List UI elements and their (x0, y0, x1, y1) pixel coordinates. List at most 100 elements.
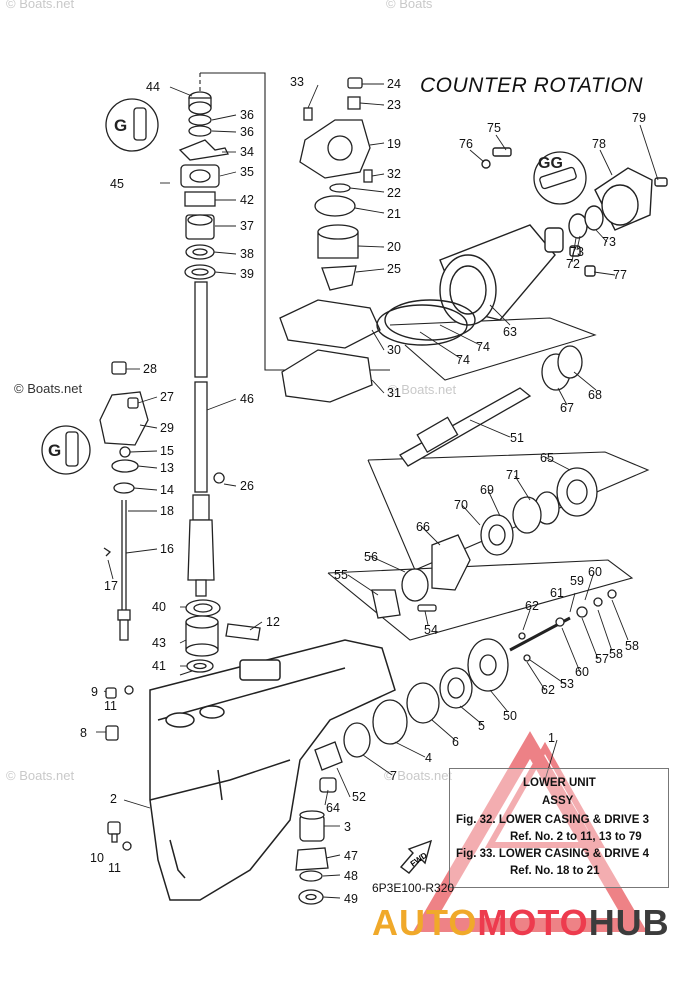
callout-48: 48 (344, 869, 358, 883)
callout-36-b: 36 (240, 125, 254, 139)
callout-42: 42 (240, 193, 254, 207)
callout-40: 40 (152, 600, 166, 614)
callout-74-b: 74 (456, 353, 470, 367)
callout-12: 12 (266, 615, 280, 629)
callout-55: 55 (334, 568, 348, 582)
diagram-title: COUNTER ROTATION (420, 74, 644, 97)
callout-21: 21 (387, 207, 401, 221)
brand-part: AUTO (372, 902, 478, 943)
callout-38: 38 (240, 247, 254, 261)
grease-tube-icon: G (41, 425, 91, 475)
info-box: LOWER UNIT ASSY Fig. 32. LOWER CASING & … (449, 768, 669, 888)
callout-24: 24 (387, 77, 401, 91)
callout-19: 19 (387, 137, 401, 151)
callout-7: 7 (390, 769, 397, 783)
callout-41: 41 (152, 659, 166, 673)
watermark-text: © Boats (386, 0, 433, 11)
callout-61: 61 (550, 586, 564, 600)
callout-73-b: 73 (602, 235, 616, 249)
callout-3: 3 (344, 820, 351, 834)
callout-30: 30 (387, 343, 401, 357)
propeller-shaft-housing (376, 147, 668, 346)
callout-29: 29 (160, 421, 174, 435)
watermark-text: © Boats.net (6, 768, 75, 783)
svg-text:GG: GG (538, 155, 563, 172)
callout-13: 13 (160, 461, 174, 475)
info-line: ASSY (542, 795, 574, 807)
callout-64: 64 (326, 801, 340, 815)
grease-tube-icon: GG (533, 151, 587, 205)
callout-65: 65 (540, 451, 554, 465)
callout-69: 69 (480, 483, 494, 497)
callout-52: 52 (352, 790, 366, 804)
callout-27: 27 (160, 390, 174, 404)
callout-53: 53 (560, 677, 574, 691)
callout-31: 31 (387, 386, 401, 400)
callout-71: 71 (506, 468, 520, 482)
callout-36: 36 (240, 108, 254, 122)
info-line: Fig. 32. LOWER CASING & DRIVE 3 (456, 814, 649, 826)
callout-11: 11 (104, 699, 117, 713)
callout-45: 45 (110, 177, 124, 191)
callout-76: 76 (459, 137, 473, 151)
driveshaft-assembly (178, 91, 229, 673)
callout-78: 78 (592, 137, 606, 151)
casing-hardware (105, 623, 261, 851)
info-line: Ref. No. 2 to 11, 13 to 79 (510, 831, 642, 843)
propeller-shaft (399, 345, 583, 467)
callout-54: 54 (424, 623, 438, 637)
callout-60: 60 (588, 565, 602, 579)
callout-16: 16 (160, 542, 174, 556)
callout-34: 34 (240, 145, 254, 159)
info-line: Ref. No. 18 to 21 (510, 865, 600, 877)
callout-11-b: 11 (108, 861, 121, 875)
watermark-text: © Boats.net (384, 768, 453, 783)
callout-37: 37 (240, 219, 254, 233)
callout-56: 56 (364, 550, 378, 564)
callout-14: 14 (160, 483, 174, 497)
callout-70: 70 (454, 498, 468, 512)
logo-triangle-icon (412, 731, 648, 932)
callout-23: 23 (387, 98, 401, 112)
callout-47: 47 (344, 849, 358, 863)
callout-2: 2 (110, 792, 117, 806)
callout-49: 49 (344, 892, 358, 906)
callout-57: 57 (595, 652, 609, 666)
callout-35: 35 (240, 165, 254, 179)
callout-58-b: 58 (609, 647, 623, 661)
grease-tube-icon: G (105, 98, 159, 152)
callout-33: 33 (290, 75, 304, 89)
callout-32: 32 (387, 167, 401, 181)
water-pump-assembly (279, 77, 381, 403)
callout-10: 10 (90, 851, 104, 865)
callout-20: 20 (387, 240, 401, 254)
lower-casing (149, 639, 396, 901)
info-line: LOWER UNIT (523, 777, 596, 789)
callout-62: 62 (525, 599, 539, 613)
callout-26: 26 (240, 479, 254, 493)
callout-28: 28 (143, 362, 157, 376)
callout-68: 68 (588, 388, 602, 402)
shift-rod-assembly (99, 361, 149, 641)
leader-lines (96, 83, 659, 899)
callout-5: 5 (478, 719, 485, 733)
callout-25: 25 (387, 262, 401, 276)
callout-18: 18 (160, 504, 174, 518)
callout-1: 1 (548, 731, 555, 745)
callout-6: 6 (452, 735, 459, 749)
callout-22: 22 (387, 186, 401, 200)
callout-67: 67 (560, 401, 574, 415)
callout-58: 58 (625, 639, 639, 653)
drawing-code: 6P3E100-R320 (372, 881, 455, 895)
callout-44: 44 (146, 80, 160, 94)
callout-labels: 1 2 3 4 5 6 7 8 9 10 11 11 12 13 14 15 1… (80, 75, 646, 906)
watermark-text: © Boats.net (6, 0, 75, 11)
svg-text:G: G (114, 116, 127, 135)
callout-17: 17 (104, 579, 118, 593)
callout-4: 4 (425, 751, 432, 765)
callout-59: 59 (570, 574, 584, 588)
brand-part: HUB (588, 902, 670, 943)
watermark-text: © Boats.net (14, 381, 83, 396)
callout-75: 75 (487, 121, 501, 135)
